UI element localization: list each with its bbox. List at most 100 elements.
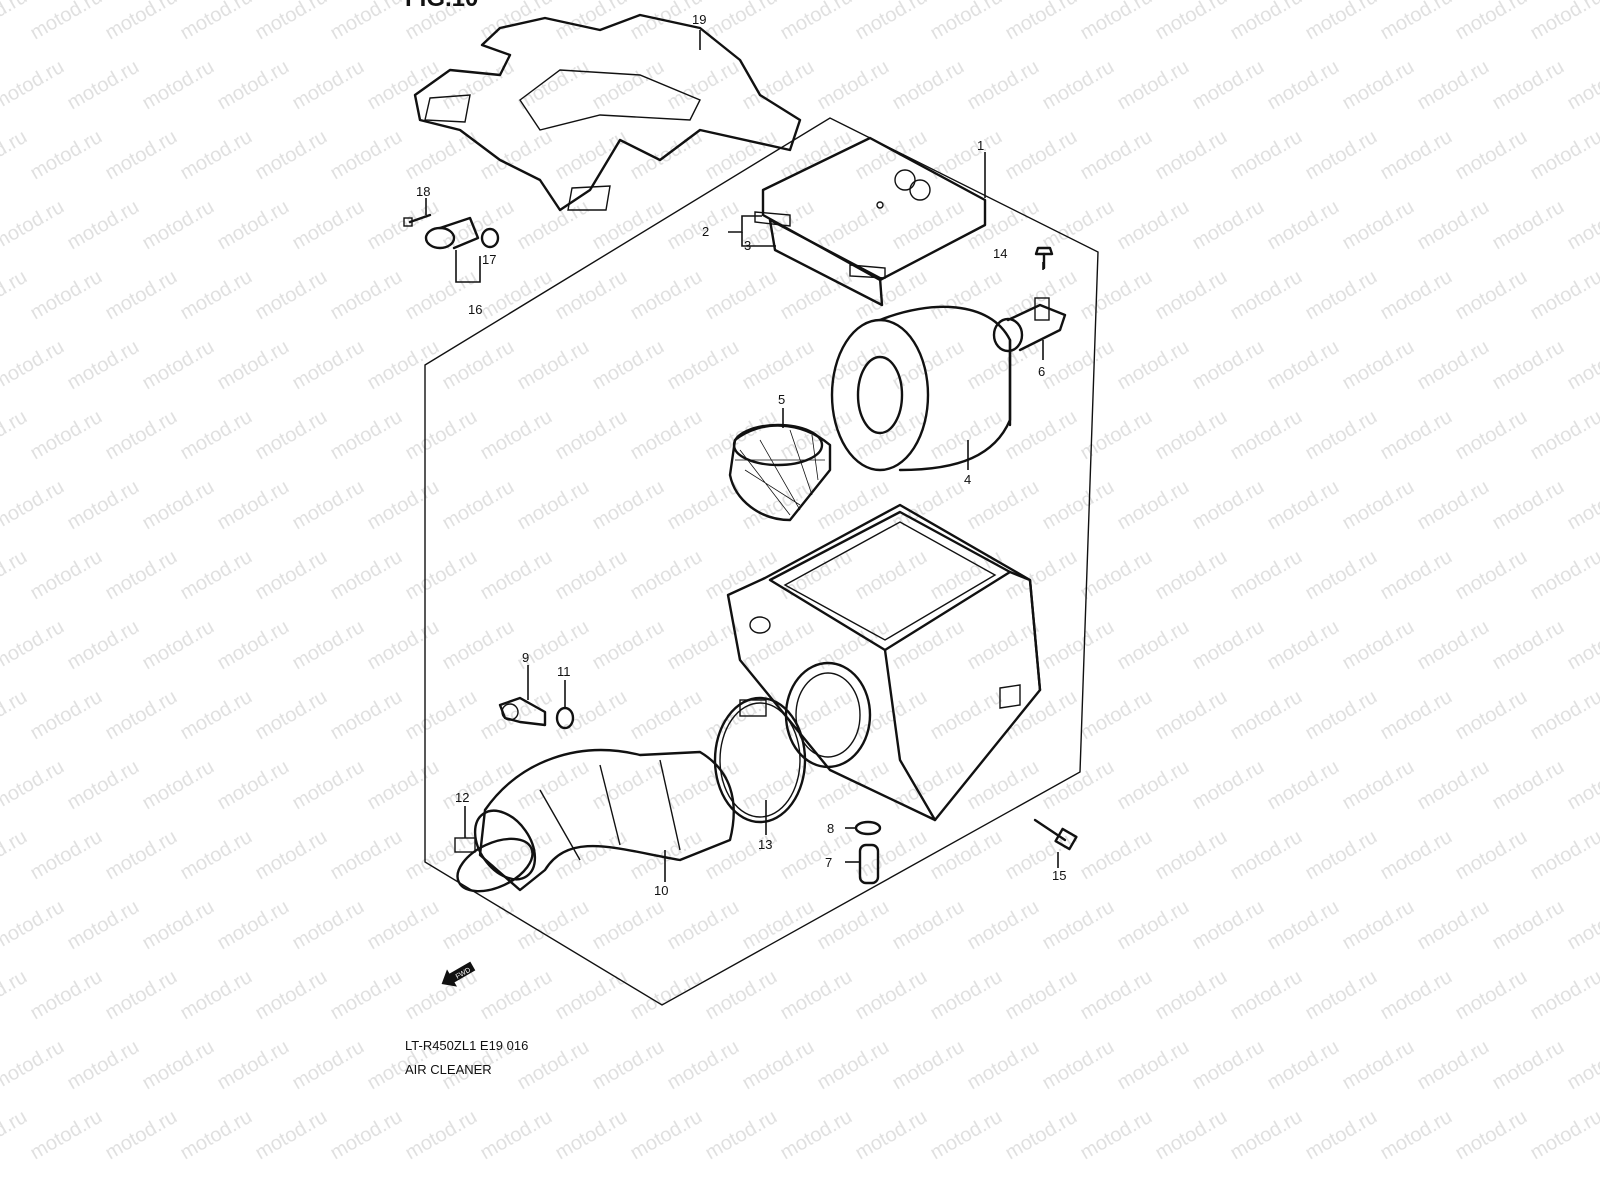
watermark-text: motod.ru: [1414, 336, 1493, 395]
watermark-text: motod.ru: [1452, 266, 1531, 325]
watermark-text: motod.ru: [664, 336, 743, 395]
watermark-text: motod.ru: [1189, 196, 1268, 255]
figure-title-fragment: FIG.10: [405, 0, 478, 12]
watermark-text: motod.ru: [1264, 476, 1343, 535]
watermark-text: motod.ru: [739, 476, 818, 535]
callout-11: 11: [557, 664, 571, 679]
watermark-text: motod.ru: [139, 756, 218, 815]
watermark-text: motod.ru: [1264, 196, 1343, 255]
watermark-text: motod.ru: [1564, 336, 1600, 395]
watermark-text: motod.ru: [402, 546, 481, 605]
watermark-text: motod.ru: [1489, 56, 1568, 115]
watermark-text: motod.ru: [1152, 1106, 1231, 1165]
watermark-text: motod.ru: [214, 896, 293, 955]
watermark-text: motod.ru: [1489, 336, 1568, 395]
watermark-text: motod.ru: [0, 966, 31, 1025]
watermark-text: motod.ru: [1114, 756, 1193, 815]
watermark-text: motod.ru: [139, 896, 218, 955]
callout-12: 12: [455, 790, 469, 805]
watermark-text: motod.ru: [364, 756, 443, 815]
watermark-text: motod.ru: [139, 476, 218, 535]
watermark-text: motod.ru: [627, 546, 706, 605]
watermark-text: motod.ru: [702, 1106, 781, 1165]
watermark-text: motod.ru: [1414, 196, 1493, 255]
watermark-text: motod.ru: [1152, 826, 1231, 885]
watermark-text: motod.ru: [1002, 826, 1081, 885]
watermark-text: motod.ru: [814, 616, 893, 675]
watermark-text: motod.ru: [1077, 546, 1156, 605]
watermark-text: motod.ru: [402, 1106, 481, 1165]
callout-8: 8: [827, 821, 834, 836]
watermark-text: motod.ru: [1077, 1106, 1156, 1165]
watermark-text: motod.ru: [477, 126, 556, 185]
watermark-text: motod.ru: [177, 1106, 256, 1165]
watermark-text: motod.ru: [1039, 616, 1118, 675]
watermark-text: motod.ru: [1564, 56, 1600, 115]
watermark-text: motod.ru: [1302, 126, 1381, 185]
watermark-text: motod.ru: [64, 196, 143, 255]
watermark-text: motod.ru: [1227, 546, 1306, 605]
assembly-frame: [424, 117, 1099, 1006]
watermark-text: motod.ru: [0, 406, 31, 465]
watermark-text: motod.ru: [702, 966, 781, 1025]
watermark-text: motod.ru: [1227, 1106, 1306, 1165]
watermark-text: motod.ru: [1377, 966, 1456, 1025]
watermark-text: motod.ru: [1527, 0, 1600, 44]
watermark-text: motod.ru: [552, 1106, 631, 1165]
watermark-text: motod.ru: [1114, 896, 1193, 955]
watermark-text: motod.ru: [1489, 756, 1568, 815]
watermark-text: motod.ru: [1452, 686, 1531, 745]
watermark-text: motod.ru: [589, 196, 668, 255]
watermark-text: motod.ru: [1339, 476, 1418, 535]
watermark-text: motod.ru: [1527, 546, 1600, 605]
watermark-text: motod.ru: [102, 1106, 181, 1165]
watermark-text: motod.ru: [1227, 966, 1306, 1025]
watermark-text: motod.ru: [0, 826, 31, 885]
watermark-text: motod.ru: [1377, 126, 1456, 185]
watermark-text: motod.ru: [252, 126, 331, 185]
watermark-text: motod.ru: [1377, 826, 1456, 885]
watermark-text: motod.ru: [102, 546, 181, 605]
watermark-text: motod.ru: [1527, 966, 1600, 1025]
watermark-text: motod.ru: [927, 266, 1006, 325]
watermark-text: motod.ru: [552, 266, 631, 325]
watermark-text: motod.ru: [927, 966, 1006, 1025]
watermark-text: motod.ru: [514, 476, 593, 535]
watermark-text: motod.ru: [1339, 336, 1418, 395]
watermark-text: motod.ru: [1264, 336, 1343, 395]
watermark-text: motod.ru: [1339, 56, 1418, 115]
watermark-text: motod.ru: [289, 196, 368, 255]
watermark-text: motod.ru: [552, 406, 631, 465]
watermark-text: motod.ru: [1339, 756, 1418, 815]
callout-15: 15: [1052, 868, 1066, 883]
watermark-text: motod.ru: [1452, 826, 1531, 885]
watermark-text: motod.ru: [102, 406, 181, 465]
watermark-text: motod.ru: [364, 896, 443, 955]
watermark-text: motod.ru: [1452, 406, 1531, 465]
watermark-text: motod.ru: [1002, 1106, 1081, 1165]
watermark-text: motod.ru: [1302, 406, 1381, 465]
watermark-text: motod.ru: [927, 406, 1006, 465]
part-19-gasket: [413, 13, 802, 212]
watermark-text: motod.ru: [0, 756, 68, 815]
callout-19: 19: [692, 12, 706, 27]
watermark-text: motod.ru: [1152, 546, 1231, 605]
watermark-text: motod.ru: [1002, 546, 1081, 605]
watermark-text: motod.ru: [589, 476, 668, 535]
watermark-text: motod.ru: [552, 126, 631, 185]
watermark-text: motod.ru: [777, 966, 856, 1025]
watermark-text: motod.ru: [1002, 966, 1081, 1025]
watermark-text: motod.ru: [27, 266, 106, 325]
watermark-text: motod.ru: [889, 196, 968, 255]
watermark-text: motod.ru: [0, 0, 31, 44]
watermark-text: motod.ru: [927, 0, 1006, 44]
watermark-text: motod.ru: [814, 896, 893, 955]
watermark-layer: motod.rumotod.rumotod.rumotod.rumotod.ru…: [0, 0, 1600, 1164]
watermark-text: motod.ru: [64, 896, 143, 955]
watermark-text: motod.ru: [289, 476, 368, 535]
watermark-text: motod.ru: [1489, 616, 1568, 675]
watermark-text: motod.ru: [214, 756, 293, 815]
watermark-text: motod.ru: [514, 616, 593, 675]
watermark-text: motod.ru: [889, 756, 968, 815]
watermark-text: motod.ru: [1564, 616, 1600, 675]
